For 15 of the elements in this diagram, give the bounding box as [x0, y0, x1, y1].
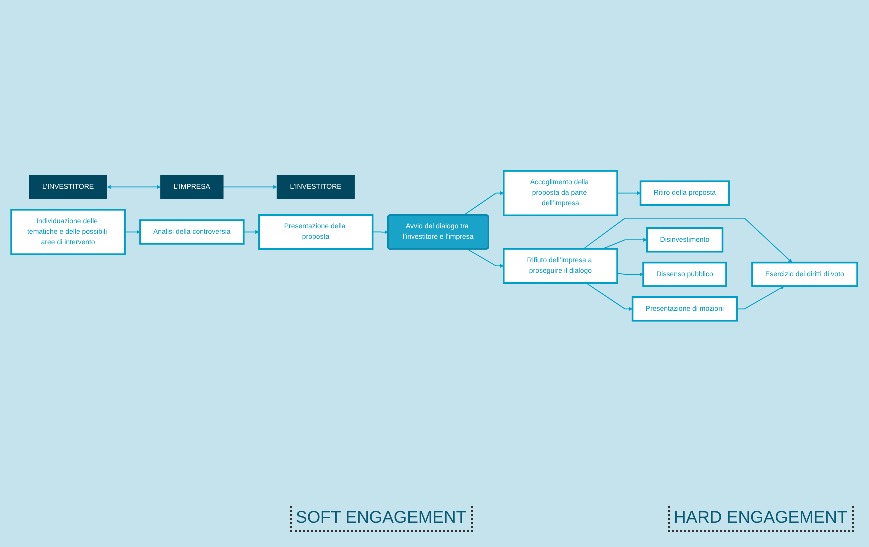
arrow: [736, 286, 785, 310]
arrow: [467, 249, 504, 268]
arrow: [372, 230, 389, 234]
arrow: [223, 185, 278, 190]
arrow: [602, 238, 648, 250]
arrow: [617, 191, 641, 196]
arrow: [617, 272, 644, 277]
arrow: [107, 185, 161, 190]
arrow: [464, 191, 504, 216]
arrow: [583, 218, 792, 263]
arrow: [124, 230, 141, 234]
section-label: SOFT ENGAGEMENT: [290, 506, 473, 532]
arrow: [244, 230, 260, 234]
section-label: HARD ENGAGEMENT: [668, 506, 854, 532]
arrow: [586, 282, 633, 312]
